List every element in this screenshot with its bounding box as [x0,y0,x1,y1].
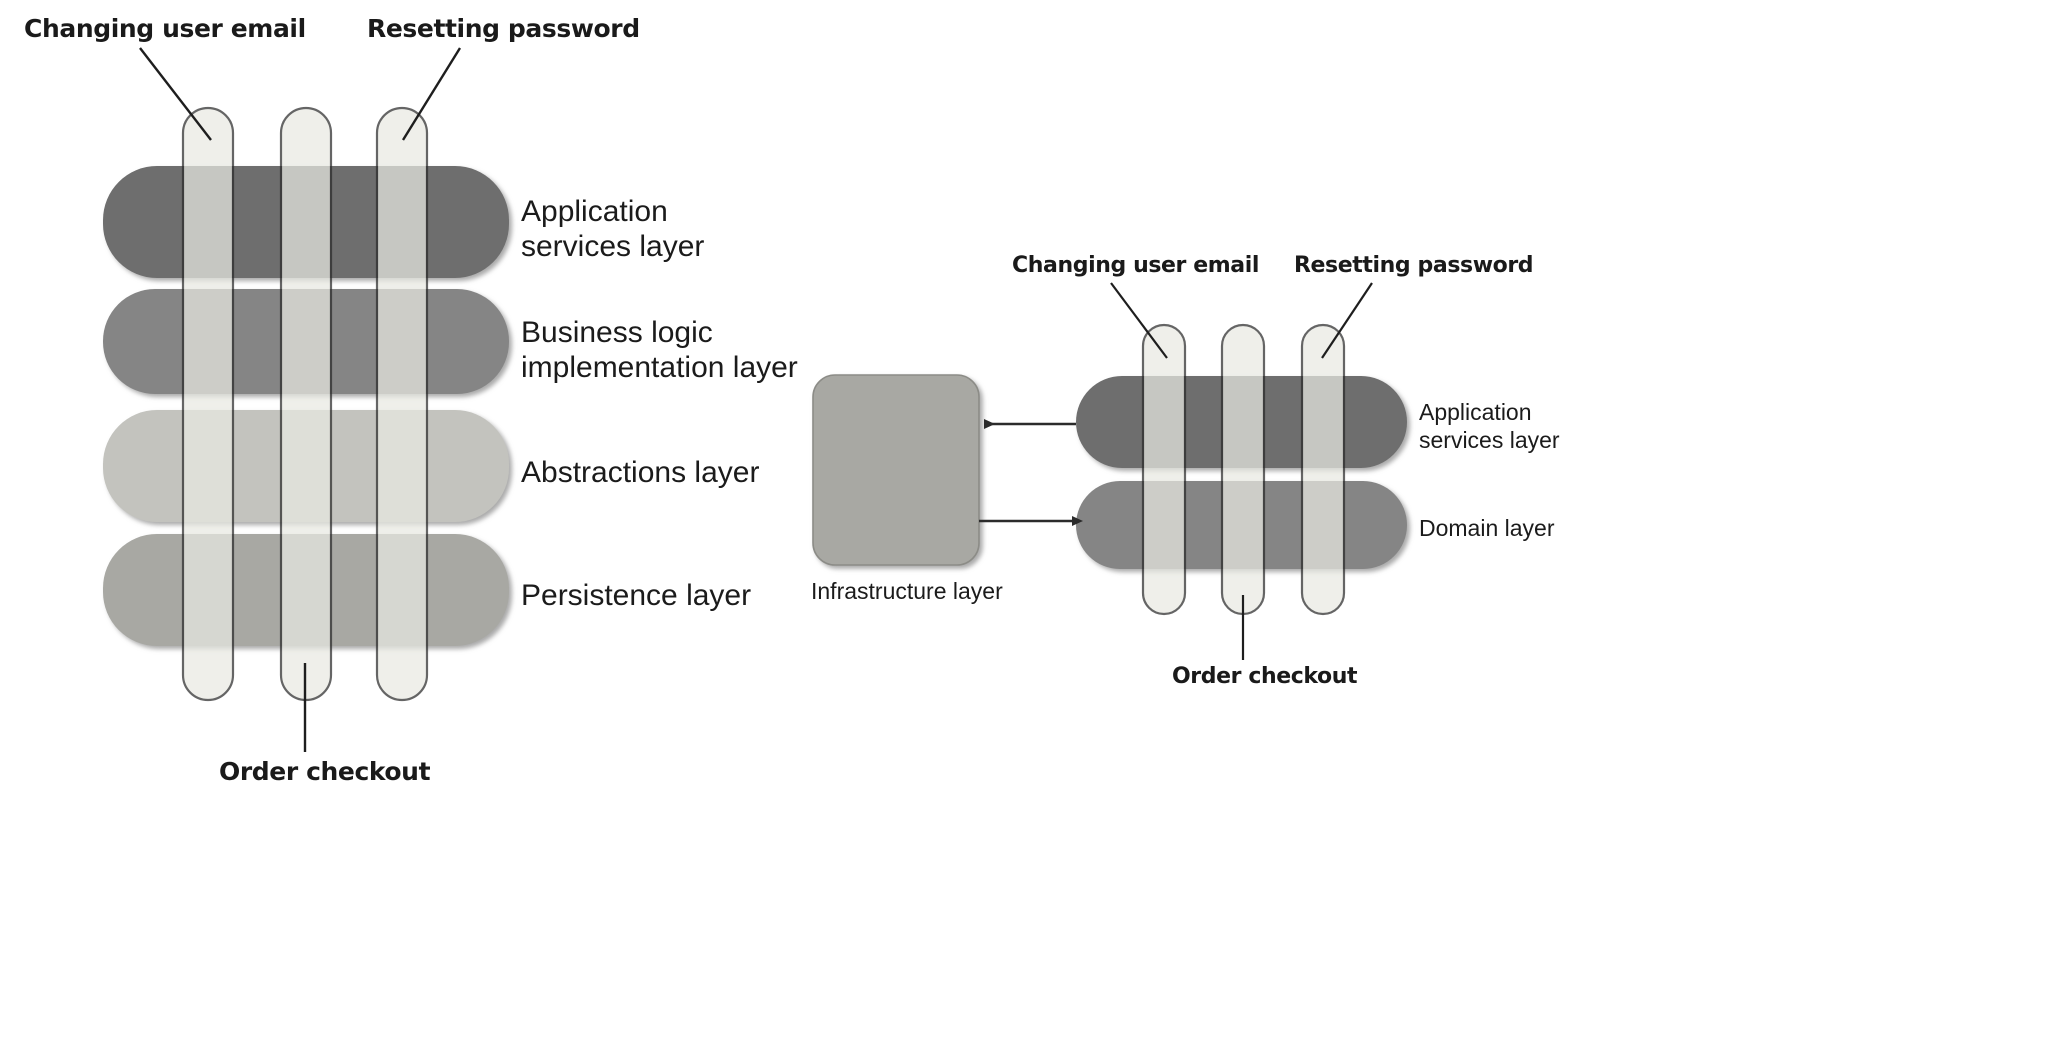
leader-line-resetting-password-right [1321,282,1373,359]
left-layer-label-application-services: Application services layer [521,195,705,263]
right-callout-order-checkout: Order checkout [1172,664,1358,689]
infrastructure-layer-box [812,374,980,566]
left-callout-order-checkout: Order checkout [219,757,431,786]
left-use-case-pills [181,106,429,702]
left-use-case-pill-order-checkout [279,106,333,702]
left-use-case-pill-resetting-password [375,106,429,702]
left-layer-label-persistence: Persistence layer [521,579,752,612]
infrastructure-layer-caption: Infrastructure layer [811,578,1003,604]
left-callout-leader-lines [139,47,462,752]
right-callout-leader-lines [1110,282,1373,660]
right-callout-changing-user-email: Changing user email [1012,253,1260,278]
right-use-case-pill-resetting-password [1300,323,1346,616]
right-diagram-group [812,282,1407,660]
right-callout-resetting-password: Resetting password [1294,253,1534,278]
right-diagram-arrows [979,419,1083,526]
left-diagram-group [103,47,509,752]
right-use-case-pill-order-checkout [1220,323,1266,616]
left-callout-resetting-password: Resetting password [367,14,640,43]
left-layer-label-business-logic: Business logic implementation layer [521,316,798,384]
left-use-case-pill-changing-user-email [181,106,235,702]
right-use-case-pill-changing-user-email [1141,323,1187,616]
leader-line-resetting-password [401,47,462,141]
right-layer-label-application-services: Application services layer [1419,399,1560,453]
leader-line-changing-user-email-right [1110,282,1168,359]
leader-line-changing-user-email [139,47,212,141]
left-layer-label-abstractions: Abstractions layer [521,456,760,489]
right-layer-label-domain: Domain layer [1419,515,1555,541]
right-use-case-pills [1141,323,1346,616]
left-callout-changing-user-email: Changing user email [24,14,306,43]
